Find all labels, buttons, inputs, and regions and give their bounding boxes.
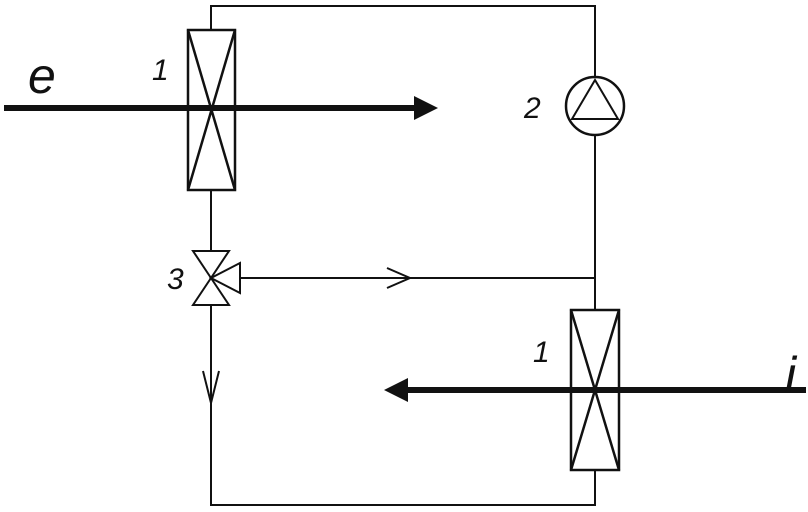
valve-top-cone-icon bbox=[191, 250, 231, 280]
pump-symbol bbox=[564, 75, 626, 137]
pipe-bottom-run bbox=[210, 305, 596, 506]
pump-impeller-icon bbox=[570, 78, 620, 120]
airflow-arrow-e-head-icon bbox=[414, 96, 438, 120]
label-pump: 2 bbox=[523, 92, 541, 125]
valve-right-cone-icon bbox=[208, 261, 241, 295]
airflow-arrow-i bbox=[384, 378, 806, 402]
label-flow-i: i bbox=[785, 347, 798, 403]
airflow-arrow-i-head-icon bbox=[384, 378, 408, 402]
three-way-valve bbox=[191, 250, 241, 306]
flow-arrow-down-icon bbox=[202, 370, 220, 404]
valve-bottom-cone-icon bbox=[191, 276, 231, 306]
label-valve: 3 bbox=[167, 263, 184, 296]
flow-arrow-right-icon bbox=[386, 267, 413, 289]
flow-direction-arrows bbox=[202, 267, 413, 404]
airflow-arrow-e bbox=[4, 96, 438, 120]
pipe-network bbox=[210, 5, 596, 506]
label-exchanger-top: 1 bbox=[152, 54, 169, 87]
pump-body-icon bbox=[564, 75, 626, 137]
pipe-top-run bbox=[210, 5, 596, 77]
label-flow-e: e bbox=[28, 48, 56, 104]
label-exchanger-bottom: 1 bbox=[533, 336, 550, 369]
